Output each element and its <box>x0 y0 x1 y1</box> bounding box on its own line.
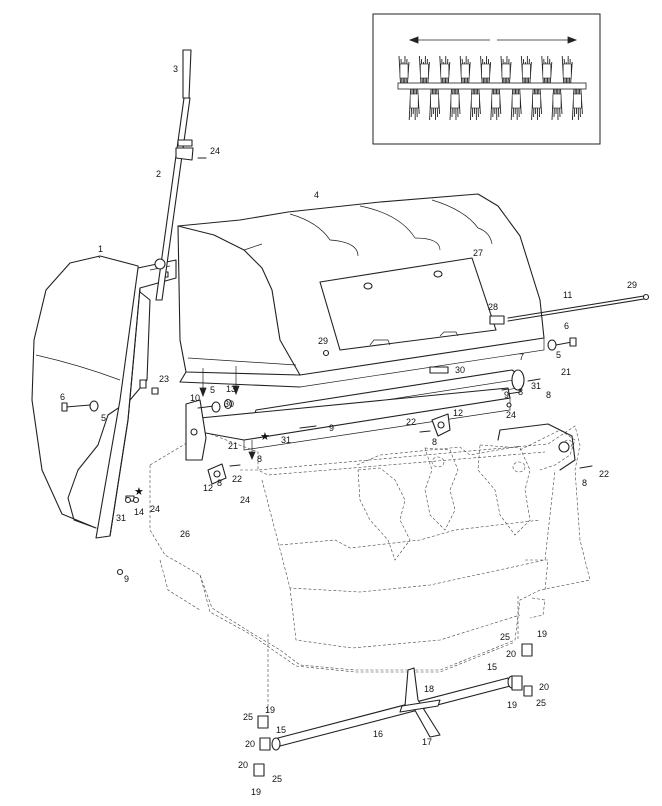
side-cover <box>31 255 177 539</box>
callout-c24c: 24 <box>240 495 250 505</box>
callout-c25d: 25 <box>272 774 282 784</box>
callout-c31a: 31 <box>531 381 541 391</box>
callout-c24a: 24 <box>210 146 220 156</box>
callout-c26: 26 <box>180 529 190 539</box>
frame-housing <box>149 425 591 712</box>
callout-c2: 2 <box>156 169 161 179</box>
callout-c25a: 25 <box>500 632 510 642</box>
brush-tuft <box>439 55 451 84</box>
callout-c8e: 8 <box>432 437 437 447</box>
right-pivot-brackets <box>207 413 576 485</box>
callout-c22c: 22 <box>599 469 609 479</box>
callout-c19c: 19 <box>265 705 275 715</box>
callout-c14: 14 <box>134 507 144 517</box>
callout-c21a: 21 <box>561 367 571 377</box>
callout-c20b: 20 <box>539 682 549 692</box>
callout-c20c: 20 <box>245 739 255 749</box>
hardware: ★ ★ <box>61 157 593 576</box>
brush-tuft <box>480 55 492 84</box>
svg-text:★: ★ <box>260 431 270 443</box>
brush-tuft <box>408 88 420 121</box>
callout-c29b: 29 <box>318 336 328 346</box>
callout-c15a: 15 <box>487 662 497 672</box>
brush-tuft <box>510 88 522 121</box>
callout-c20a: 20 <box>506 649 516 659</box>
callout-c5c: 5 <box>556 350 561 360</box>
brush-tuft <box>469 88 481 121</box>
brush-tuft <box>459 55 471 84</box>
callout-c1: 1 <box>98 244 103 254</box>
callout-c31c: 31 <box>116 513 126 523</box>
brush-tuft <box>490 88 502 121</box>
callout-c9a: 9 <box>504 390 509 400</box>
callout-c13: 13 <box>226 384 236 394</box>
callout-c22a: 22 <box>406 417 416 427</box>
callout-c28: 28 <box>488 302 498 312</box>
callout-c12b: 12 <box>203 483 213 493</box>
lower-shaft-assembly <box>253 643 533 777</box>
main-hood <box>177 193 545 461</box>
callout-c25c: 25 <box>243 712 253 722</box>
callout-c18: 18 <box>424 684 434 694</box>
callout-c7: 7 <box>519 352 524 362</box>
callout-c12a: 12 <box>453 408 463 418</box>
brush-tuft <box>561 55 573 84</box>
brush-tuft <box>418 55 430 84</box>
brush-tufts <box>398 55 583 121</box>
callout-c8a: 8 <box>546 390 551 400</box>
long-rod <box>507 293 650 322</box>
brush-detail-inset <box>372 13 601 145</box>
callout-c16: 16 <box>373 729 383 739</box>
brush-tuft <box>531 88 543 121</box>
callout-c6b: 6 <box>564 321 569 331</box>
callout-c8f: 8 <box>582 478 587 488</box>
callout-c8d: 8 <box>217 478 222 488</box>
callout-c8b: 8 <box>518 387 523 397</box>
brush-tuft <box>398 55 410 84</box>
callout-c20d: 20 <box>238 760 248 770</box>
brush-tuft <box>541 55 553 84</box>
callout-c10: 10 <box>190 393 200 403</box>
callout-c21b: 21 <box>228 441 238 451</box>
callout-c19a: 19 <box>537 629 547 639</box>
brush-tuft <box>571 88 583 121</box>
callout-c19d: 19 <box>251 787 261 797</box>
callout-c24d: 24 <box>150 504 160 514</box>
callout-c30b: 30 <box>224 399 234 409</box>
callout-c17: 17 <box>422 737 432 747</box>
callout-c11: 11 <box>563 290 572 300</box>
brush-tuft <box>520 55 532 84</box>
callout-c19b: 19 <box>507 700 517 710</box>
callout-c9c: 9 <box>124 574 129 584</box>
callout-c29a: 29 <box>627 280 637 290</box>
callout-c22b: 22 <box>232 474 242 484</box>
callout-c23: 23 <box>159 374 169 384</box>
callout-c3: 3 <box>173 64 178 74</box>
callout-c24b: 24 <box>506 410 516 420</box>
brush-tuft <box>449 88 461 121</box>
svg-text:★: ★ <box>134 486 144 498</box>
callout-c6a: 6 <box>60 392 65 402</box>
callout-c5b: 5 <box>210 385 215 395</box>
brush-tuft <box>500 55 512 84</box>
cross-member <box>185 387 511 461</box>
callout-c9b: 9 <box>329 423 334 433</box>
handle-rod <box>154 49 194 301</box>
callout-c5a: 5 <box>101 413 106 423</box>
callout-c31b: 31 <box>281 435 291 445</box>
callout-c30a: 30 <box>455 365 465 375</box>
callout-c15b: 15 <box>276 725 286 735</box>
callout-c25b: 25 <box>536 698 546 708</box>
brush-tuft <box>429 88 441 121</box>
callout-c8c: 8 <box>257 454 262 464</box>
callout-c4: 4 <box>314 190 319 200</box>
brush-tuft <box>551 88 563 121</box>
callout-c27: 27 <box>473 248 483 258</box>
